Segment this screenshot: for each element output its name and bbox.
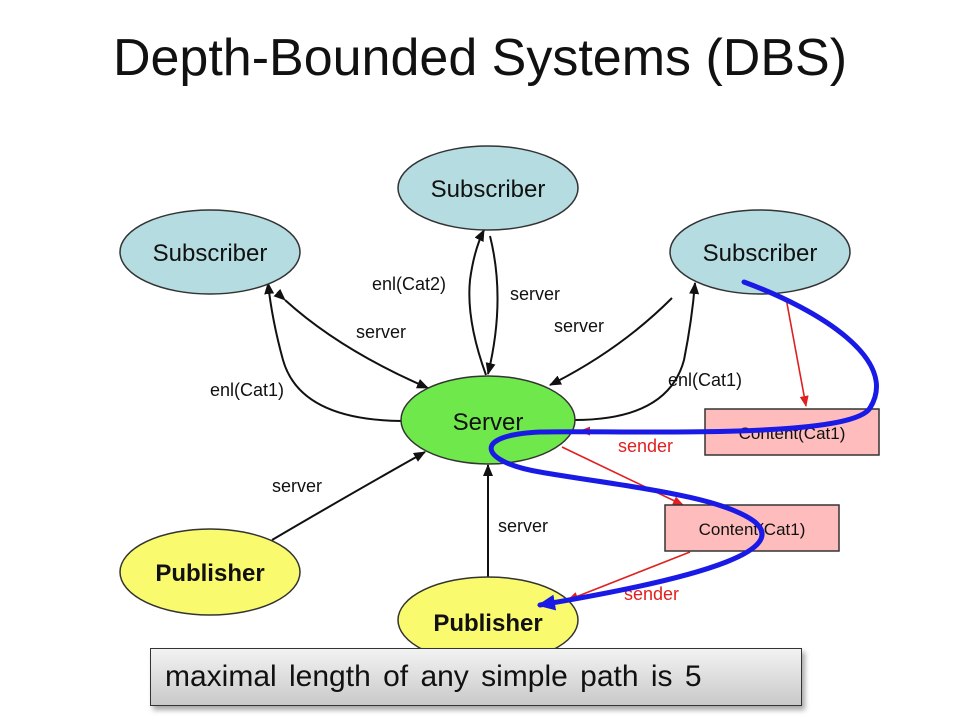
summary-box: maximal length of any simple path is 5 xyxy=(150,648,802,706)
label-sub-left-server: server xyxy=(356,322,406,342)
node-subscriber-left: Subscriber xyxy=(119,209,301,295)
edge-server-to-content-lower xyxy=(561,446,684,506)
subscriber-right-label: Subscriber xyxy=(703,240,818,267)
label-sub-left-enl: enl(Cat1) xyxy=(210,380,284,400)
publisher-left-label: Publisher xyxy=(155,560,264,587)
edge-subscriber-right-to-server xyxy=(549,297,673,386)
edges-black xyxy=(264,229,700,578)
node-publisher-left: Publisher xyxy=(119,528,301,616)
edge-server-to-subscriber-top-enl xyxy=(468,229,487,376)
content-lower-label: Content(Cat1) xyxy=(699,520,806,539)
node-subscriber-top: Subscriber xyxy=(397,145,579,231)
node-subscriber-right: Subscriber xyxy=(669,209,851,295)
subscriber-left-label: Subscriber xyxy=(153,240,268,267)
subscriber-top-label: Subscriber xyxy=(431,176,546,203)
highlighted-path xyxy=(488,279,879,611)
edge-labels: server enl(Cat1) enl(Cat2) server server… xyxy=(210,274,742,604)
edge-content-lower-sender-to-publisher xyxy=(567,551,691,601)
publisher-bottom-label: Publisher xyxy=(433,610,542,637)
node-content-lower: Content(Cat1) xyxy=(664,504,840,552)
label-sub-top-enl: enl(Cat2) xyxy=(372,274,446,294)
label-pub-bottom-server: server xyxy=(498,516,548,536)
slide-title: Depth-Bounded Systems (DBS) xyxy=(112,29,848,87)
edge-server-to-subscriber-right-enl xyxy=(573,282,700,421)
edge-subscriber-right-to-content xyxy=(785,297,809,407)
label-content-right-sender: sender xyxy=(618,436,673,456)
server-label: Server xyxy=(453,409,524,436)
label-sub-top-server: server xyxy=(510,284,560,304)
edge-subscriber-left-to-server xyxy=(273,288,429,389)
label-sub-right-enl: enl(Cat1) xyxy=(668,370,742,390)
label-sub-right-server: server xyxy=(554,316,604,336)
edge-subscriber-top-to-server xyxy=(485,235,499,375)
node-publisher-bottom: Publisher xyxy=(397,576,579,664)
edge-server-to-subscriber-left-enl xyxy=(264,282,403,422)
node-server: Server xyxy=(400,375,576,465)
label-pub-left-server: server xyxy=(272,476,322,496)
edge-publisher-left-to-server xyxy=(271,451,426,541)
